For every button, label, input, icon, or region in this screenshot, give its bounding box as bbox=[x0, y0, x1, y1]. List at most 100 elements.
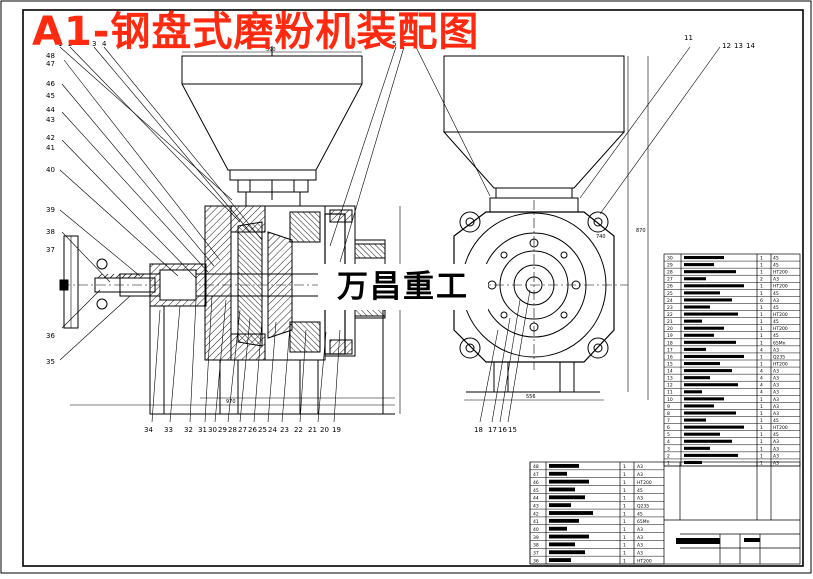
bom-item-no: 29 bbox=[667, 263, 673, 269]
bom-item-name-redacted bbox=[684, 383, 738, 387]
bom-item-qty: 1 bbox=[623, 527, 626, 533]
bom-item-no: 21 bbox=[667, 319, 673, 325]
callout-41: 41 bbox=[46, 144, 55, 152]
bom-item-name-redacted bbox=[684, 397, 724, 401]
callout-31: 31 bbox=[198, 426, 207, 434]
bom-item-no: 22 bbox=[667, 312, 673, 318]
bom-item-name-redacted bbox=[549, 534, 589, 539]
bom-item-no: 3 bbox=[667, 446, 670, 452]
callout-24: 24 bbox=[268, 426, 277, 434]
bom-item-material: A3 bbox=[637, 551, 643, 557]
callout-1: 1 bbox=[58, 40, 62, 48]
bom-item-material: 45 bbox=[773, 432, 779, 438]
callout-25: 25 bbox=[258, 426, 267, 434]
bom-item-name-redacted bbox=[684, 362, 720, 366]
callout-19: 19 bbox=[332, 426, 341, 434]
bom-item-no: 44 bbox=[533, 496, 539, 502]
bom-item-name-redacted bbox=[684, 432, 720, 436]
bom-item-qty: 1 bbox=[760, 312, 763, 318]
bom-item-name-redacted bbox=[684, 347, 706, 351]
bom-item-material: A3 bbox=[637, 543, 643, 549]
bom-item-name-redacted bbox=[549, 526, 567, 531]
drawing-title: A1-钢盘式磨粉机装配图 bbox=[32, 9, 480, 55]
bom-item-no: 47 bbox=[533, 472, 539, 478]
callout-2: 2 bbox=[68, 40, 72, 48]
bom-item-qty: 1 bbox=[623, 488, 626, 494]
bom-item-no: 15 bbox=[667, 361, 673, 367]
bom-item-name-redacted bbox=[684, 340, 736, 344]
dimension-texts: 390 970 556 870 740 460 bbox=[226, 47, 646, 405]
bom-item-material: A3 bbox=[773, 446, 779, 452]
dim-base-height: 740 bbox=[596, 234, 606, 240]
bom-item-no: 6 bbox=[667, 425, 670, 431]
bom-item-no: 43 bbox=[533, 503, 539, 509]
bom-item-no: 12 bbox=[667, 383, 673, 389]
bom-item-qty: 1 bbox=[623, 496, 626, 502]
bom-item-name-redacted bbox=[549, 495, 585, 500]
callout-26: 26 bbox=[248, 426, 257, 434]
bom-item-qty: 4 bbox=[760, 347, 763, 353]
bom-item-qty: 1 bbox=[760, 319, 763, 325]
bom-item-qty: 1 bbox=[760, 291, 763, 297]
bom-item-no: 24 bbox=[667, 298, 673, 304]
bom-item-no: 45 bbox=[533, 488, 539, 494]
bom-item-material: A3 bbox=[773, 383, 779, 389]
bom-item-name-redacted bbox=[549, 471, 567, 476]
bom-item-material: 45 bbox=[773, 263, 779, 269]
callout-38: 38 bbox=[46, 228, 55, 236]
bom-item-material: A3 bbox=[773, 298, 779, 304]
bom-item-no: 38 bbox=[533, 543, 539, 549]
callout-35: 35 bbox=[46, 358, 55, 366]
bom-item-no: 46 bbox=[533, 480, 539, 486]
dim-front-width: 556 bbox=[526, 394, 536, 400]
bom-item-qty: 4 bbox=[760, 390, 763, 396]
brand-watermark: 万昌重工 bbox=[318, 264, 488, 310]
bom-item-name-redacted bbox=[684, 404, 714, 408]
bom-item-material: A3 bbox=[637, 464, 643, 470]
bom-item-material: Q235 bbox=[773, 354, 785, 360]
bom-item-material: A3 bbox=[773, 277, 779, 283]
bom-item-material: HT200 bbox=[773, 312, 788, 318]
bom-item-qty: 1 bbox=[760, 284, 763, 290]
bom-item-no: 23 bbox=[667, 305, 673, 311]
bom-item-no: 41 bbox=[533, 519, 539, 525]
bom-item-no: 8 bbox=[667, 411, 670, 417]
dim-hopper-top: 390 bbox=[266, 47, 276, 53]
bom-item-no: 26 bbox=[667, 284, 673, 290]
bom-item-material: A3 bbox=[637, 496, 643, 502]
bom-item-no: 4 bbox=[667, 439, 670, 445]
bom-item-name-redacted bbox=[684, 277, 706, 281]
bom-item-qty: 1 bbox=[760, 439, 763, 445]
bom-item-name-redacted bbox=[684, 326, 724, 330]
bom-item-qty: 1 bbox=[623, 511, 626, 517]
inner-border bbox=[22, 9, 804, 567]
bom-item-name-redacted bbox=[684, 354, 744, 358]
bom-item-material: A3 bbox=[773, 369, 779, 375]
section-view bbox=[59, 46, 401, 415]
bom-item-material: A3 bbox=[637, 472, 643, 478]
bom-item-name-redacted bbox=[684, 333, 714, 337]
bom-item-no: 13 bbox=[667, 376, 673, 382]
callout-39: 39 bbox=[46, 206, 55, 214]
bom-item-no: 25 bbox=[667, 291, 673, 297]
callout-48: 48 bbox=[46, 52, 55, 60]
bom-item-name-redacted bbox=[684, 319, 702, 323]
callout-5: 5 bbox=[392, 40, 396, 48]
bom-item-material: A3 bbox=[773, 390, 779, 396]
bom-item-qty: 1 bbox=[760, 418, 763, 424]
bom-item-name-redacted bbox=[684, 263, 714, 267]
bom-item-no: 48 bbox=[533, 464, 539, 470]
bom-item-name-redacted bbox=[684, 439, 732, 443]
callout-6: 6 bbox=[402, 40, 407, 48]
bom-item-no: 28 bbox=[667, 270, 673, 276]
callout-32: 32 bbox=[184, 426, 193, 434]
bom-item-qty: 4 bbox=[760, 383, 763, 389]
callout-11: 11 bbox=[684, 34, 693, 42]
callout-17: 17 bbox=[488, 426, 497, 434]
title-block-redacted bbox=[676, 538, 720, 544]
callout-18: 18 bbox=[474, 426, 483, 434]
bom-item-qty: 1 bbox=[760, 397, 763, 403]
bom-item-qty: 2 bbox=[760, 277, 763, 283]
bom-item-material: 45 bbox=[773, 291, 779, 297]
bom-item-name-redacted bbox=[684, 390, 702, 394]
